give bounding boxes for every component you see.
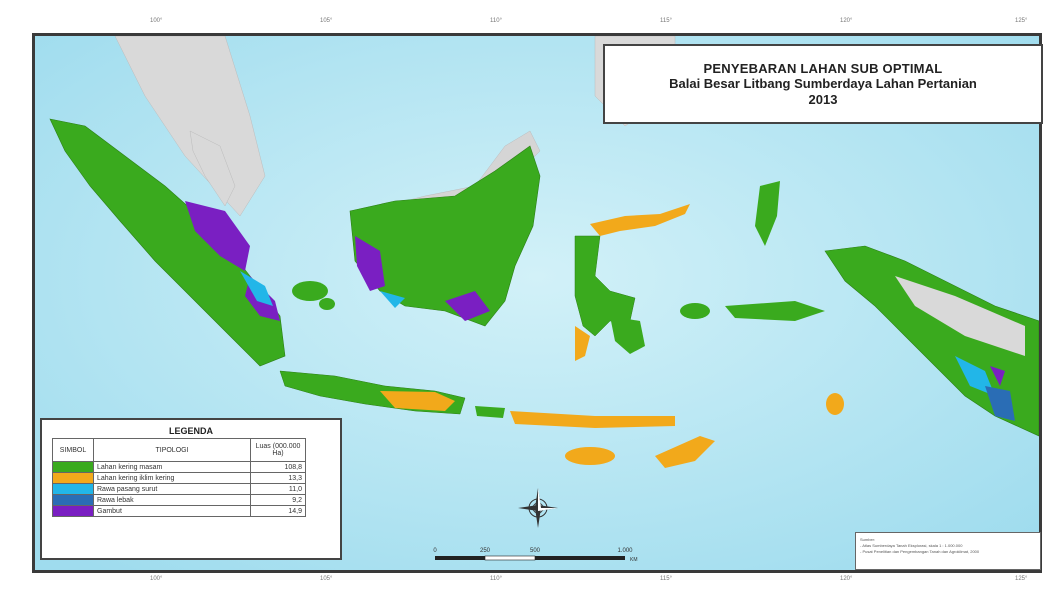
buru-island <box>680 303 710 319</box>
timor-island <box>655 436 715 468</box>
legend-table: SIMBOL TIPOLOGI Luas (000.000 Ha) Lahan … <box>52 438 306 517</box>
longitude-tick: 115° <box>660 576 672 582</box>
legend-label: Lahan kering masam <box>93 461 251 473</box>
seram-island <box>725 301 825 321</box>
longitude-tick: 120° <box>840 576 853 582</box>
map-year: 2013 <box>808 92 838 107</box>
longitude-tick: 100° <box>150 576 163 582</box>
aru-islands <box>826 393 844 415</box>
sumatra-peat <box>185 201 250 271</box>
longitude-tick: 125° <box>1015 576 1028 582</box>
legend-box: LEGENDA SIMBOL TIPOLOGI Luas (000.000 Ha… <box>40 418 342 560</box>
source-line: - Atlas Sumberdaya Tanah Eksplorasi, ska… <box>860 543 963 548</box>
longitude-tick: 115° <box>660 18 672 24</box>
scale-label: 500 <box>530 548 541 554</box>
legend-value: 11,0 <box>250 483 306 495</box>
scale-unit: KM <box>630 557 638 563</box>
legend-col-symbol: SIMBOL <box>52 438 94 462</box>
legend-row: Gambut 14,9 <box>52 505 306 517</box>
longitude-tick: 100° <box>150 18 163 24</box>
legend-col-area: Luas (000.000 Ha) <box>250 438 306 462</box>
legend-label: Rawa pasang surut <box>93 483 251 495</box>
source-line: - Pusat Penelitian dan Pengembangan Tana… <box>860 549 980 554</box>
belitung-island <box>319 298 335 310</box>
papua-swamp <box>985 386 1015 421</box>
scale-label: 0 <box>433 548 437 554</box>
scale-label: 250 <box>480 548 491 554</box>
sulawesi-south-arm <box>575 326 590 361</box>
sulawesi-southeast-arm <box>610 316 645 354</box>
legend-row: Lahan kering iklim kering 13,3 <box>52 472 306 484</box>
scale-bar: 0 250 500 1.000 KM <box>433 548 638 563</box>
legend-row: Rawa pasang surut 11,0 <box>52 483 306 495</box>
legend-value: 9,2 <box>250 494 306 506</box>
map-subtitle: Balai Besar Litbang Sumberdaya Lahan Per… <box>669 76 977 91</box>
longitude-tick: 125° <box>1015 18 1028 24</box>
bali-lombok <box>475 406 505 418</box>
legend-value: 108,8 <box>250 461 306 473</box>
sulawesi-north-arm <box>590 204 690 236</box>
legend-label: Gambut <box>93 505 251 517</box>
kalimantan-tidal <box>380 291 405 308</box>
legend-label: Rawa lebak <box>93 494 251 506</box>
legend-row: Rawa lebak 9,2 <box>52 494 306 506</box>
legend-col-typology: TIPOLOGI <box>93 438 251 462</box>
legend-swatch <box>52 494 94 506</box>
legend-swatch <box>52 461 94 473</box>
source-heading: Sumber: <box>860 537 876 542</box>
longitude-tick: 105° <box>320 18 333 24</box>
papua-mountains <box>895 276 1025 356</box>
sumatra-tidal <box>240 271 273 306</box>
halmahera-island <box>755 181 780 246</box>
compass-rose-icon <box>518 488 558 528</box>
malay-peninsula <box>189 130 236 207</box>
longitude-tick: 110° <box>490 576 502 582</box>
legend-swatch <box>52 483 94 495</box>
sumatra-island <box>49 118 286 367</box>
longitude-tick: 120° <box>840 18 853 24</box>
sumba-island <box>565 447 615 465</box>
nusa-tenggara-chain <box>510 411 675 428</box>
legend-value: 14,9 <box>250 505 306 517</box>
map-title: PENYEBARAN LAHAN SUB OPTIMAL <box>703 61 943 76</box>
java-dry-area <box>380 391 455 411</box>
papua-peat <box>990 366 1005 386</box>
legend-label: Lahan kering iklim kering <box>93 472 251 484</box>
legend-heading: LEGENDA <box>168 426 213 436</box>
source-note: Sumber: - Atlas Sumberdaya Tanah Eksplor… <box>855 532 1041 570</box>
bangka-island <box>292 281 328 301</box>
legend-swatch <box>52 505 94 517</box>
kalimantan-peat-2 <box>445 291 490 321</box>
legend-swatch <box>52 472 94 484</box>
legend-value: 13,3 <box>250 472 306 484</box>
longitude-tick: 105° <box>320 576 333 582</box>
map-title-box: PENYEBARAN LAHAN SUB OPTIMAL Balai Besar… <box>603 44 1043 124</box>
legend-row: Lahan kering masam 108,8 <box>52 461 306 473</box>
longitude-tick: 110° <box>490 18 502 24</box>
kalimantan-peat <box>355 236 385 291</box>
scale-label: 1.000 <box>617 548 633 554</box>
